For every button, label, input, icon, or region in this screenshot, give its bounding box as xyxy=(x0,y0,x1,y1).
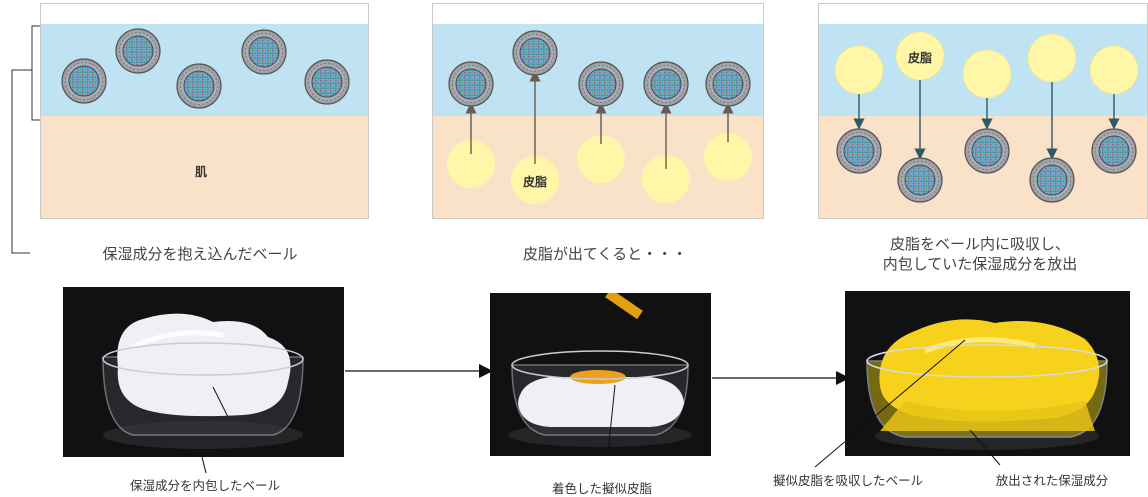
capsule-icon xyxy=(578,61,624,107)
sebum-blob xyxy=(447,140,495,188)
sebum-drop xyxy=(570,370,626,384)
capsule-icon xyxy=(61,58,107,104)
panel-2-illustration: 皮脂 xyxy=(433,4,763,218)
sebum-blob xyxy=(511,156,559,204)
photo-1-caption: 保湿成分を内包したベール xyxy=(129,478,280,493)
capsule-icon xyxy=(115,28,161,74)
sebum-blob xyxy=(962,49,1012,99)
photo-3-caption-right: 放出された保湿成分 xyxy=(995,473,1109,488)
arrow-right-1 xyxy=(345,364,493,378)
capsule-icon xyxy=(705,61,751,107)
capsule-icon xyxy=(448,61,494,107)
sebum-label: 皮脂 xyxy=(907,50,932,65)
bracket-connector xyxy=(11,25,40,254)
skin-label: 肌 xyxy=(194,164,207,179)
capsule-icon xyxy=(1091,128,1137,174)
capsule-icon xyxy=(836,128,882,174)
photo-3-caption-left: 擬似皮脂を吸収したベール xyxy=(772,473,923,488)
panel-2-caption: 皮脂が出てくると・・・ xyxy=(522,245,688,263)
capsule-icon xyxy=(512,30,558,76)
sebum-blob xyxy=(1089,45,1139,95)
sebum-blob xyxy=(642,155,690,203)
sebum-label: 皮脂 xyxy=(522,174,547,189)
photo-veil-with-sebum xyxy=(490,293,711,456)
capsule-icon xyxy=(1029,157,1075,203)
panel-3-illustration: 皮脂 xyxy=(819,4,1147,218)
caption-pointer-line xyxy=(201,456,207,474)
diagram-panel-2: 皮脂 xyxy=(432,3,764,219)
capsule-icon xyxy=(897,157,943,203)
white-cream xyxy=(117,313,291,417)
capsule-icon xyxy=(241,29,287,75)
photo-veil-white xyxy=(63,287,344,457)
diagram-panel-1: 肌 xyxy=(40,3,369,219)
panel-3-caption-line-1: 皮脂をベール内に吸収し、 xyxy=(889,235,1070,253)
photo-2-caption: 着色した擬似皮脂 xyxy=(551,481,652,496)
sebum-blob xyxy=(577,135,625,183)
sebum-blob xyxy=(834,45,884,95)
sebum-blob xyxy=(1027,33,1077,83)
skin-layer xyxy=(41,116,368,218)
capsule-icon xyxy=(304,59,350,105)
panel-1-illustration: 肌 xyxy=(41,4,368,218)
caption-pointer-lines xyxy=(814,339,1001,468)
sebum-blob xyxy=(704,133,752,181)
panel-1-caption: 保湿成分を抱え込んだベール xyxy=(102,245,298,263)
capsule-icon xyxy=(176,63,222,109)
diagram-panel-3: 皮脂 xyxy=(818,3,1148,219)
capsule-icon xyxy=(964,128,1010,174)
arrow-right-2 xyxy=(712,371,850,385)
panel-3-caption-line-2: 内包していた保湿成分を放出 xyxy=(882,255,1078,273)
white-cream xyxy=(518,377,684,427)
capsule-icon xyxy=(643,61,689,107)
photo-veil-yellow xyxy=(845,291,1130,456)
